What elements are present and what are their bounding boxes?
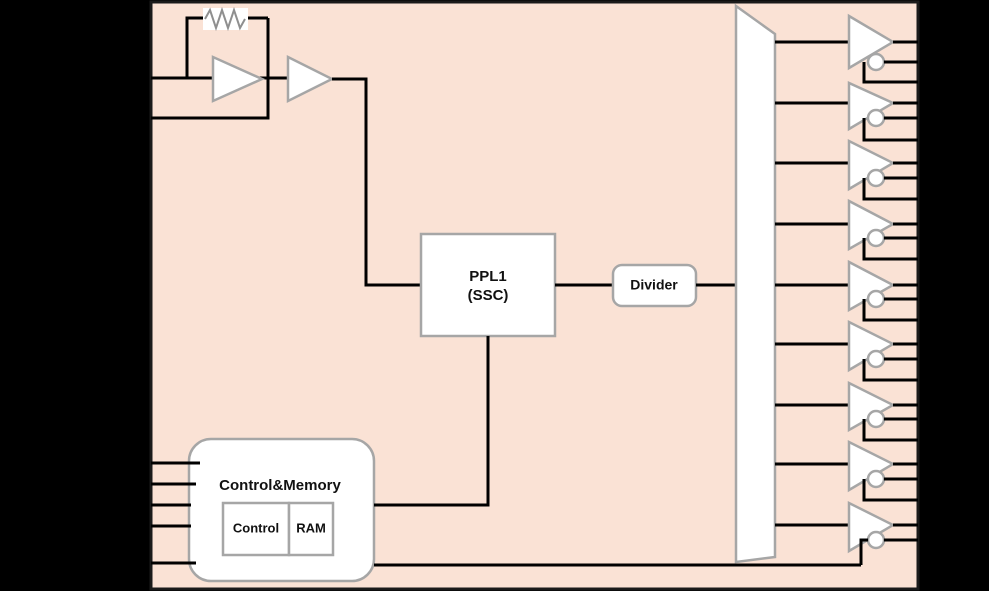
control-label: Control <box>233 520 279 535</box>
pll1-block[interactable]: PPL1 (SSC) <box>419 232 557 338</box>
output-buffer-6[interactable] <box>775 319 918 382</box>
output-buffer-3[interactable] <box>775 138 918 201</box>
ram-subblock[interactable]: RAM <box>287 501 335 557</box>
output-buffer-7[interactable] <box>775 380 918 442</box>
feedback-resistor-icon <box>203 6 248 32</box>
output-buffer-8[interactable] <box>775 439 918 502</box>
oscillator-buffer-icon <box>286 54 335 104</box>
control-input-pins <box>151 461 200 565</box>
output-buffer-9[interactable] <box>775 500 918 565</box>
divider-label: Divider <box>630 277 678 293</box>
output-buffer-1[interactable] <box>775 13 918 84</box>
pll1-label-line1: PPL1 <box>469 268 507 285</box>
osc-to-pll-wire <box>332 77 421 287</box>
control-memory-block[interactable]: Control&Memory Control RAM <box>187 437 376 583</box>
ram-label: RAM <box>296 520 326 535</box>
control-memory-label: Control&Memory <box>219 477 341 494</box>
output-buffer-5[interactable] <box>775 259 918 322</box>
control-subblock[interactable]: Control <box>221 501 291 557</box>
pll1-label-line2: (SSC) <box>468 287 509 304</box>
divider-block[interactable]: Divider <box>611 263 698 308</box>
output-buffer-2[interactable] <box>775 81 918 142</box>
oscillator-inverter-icon <box>211 55 266 103</box>
output-buffer-4[interactable] <box>775 198 918 261</box>
mux-block[interactable] <box>734 3 777 564</box>
ctrl-to-pll-wire <box>374 336 490 507</box>
